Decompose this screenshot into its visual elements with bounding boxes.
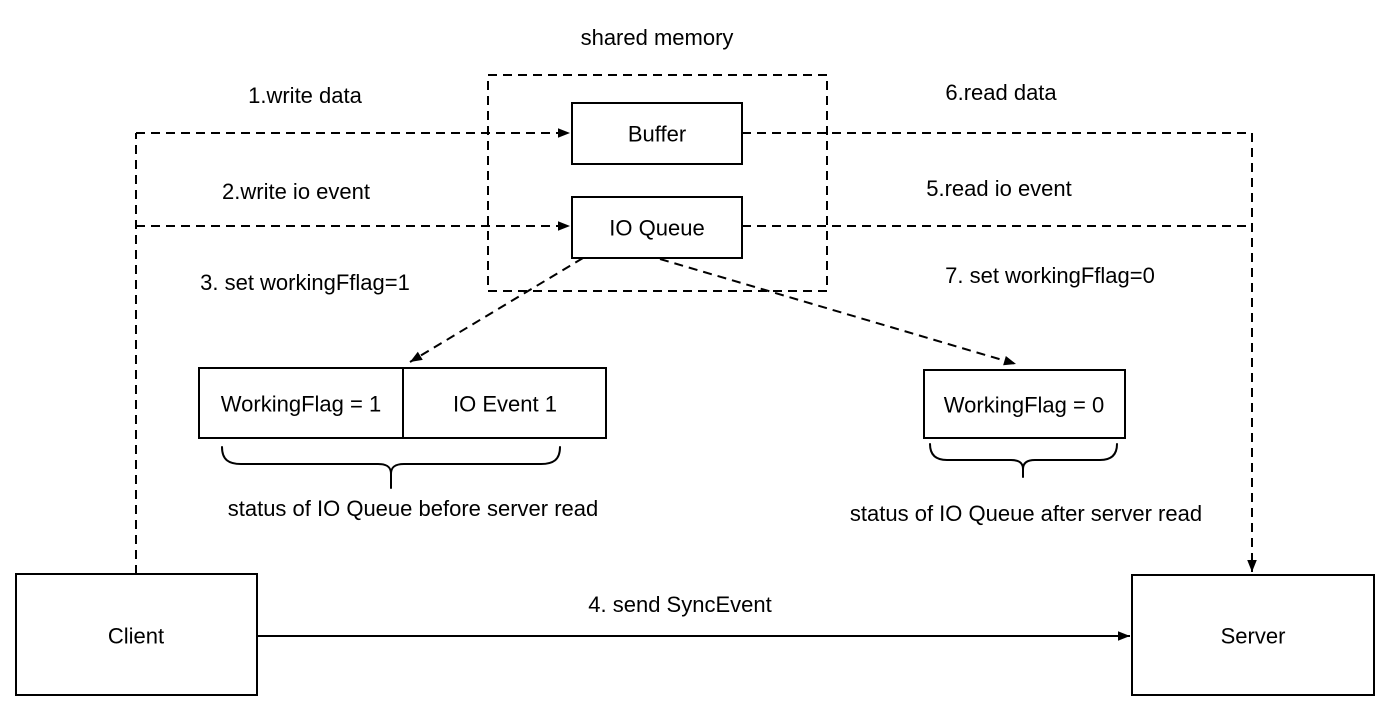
before-read-caption: status of IO Queue before server read [228,496,599,521]
before-read-brace [221,446,561,489]
set-flag-1-arrow [409,257,584,363]
working-flag-0-label: WorkingFlag = 0 [944,393,1104,418]
set-flag-1-label: 3. set workingFflag=1 [200,270,410,295]
client-box [15,573,258,696]
io-queue-label: IO Queue [609,216,704,241]
buffer-box [571,102,743,165]
client-label: Client [108,624,164,649]
buffer-label: Buffer [628,122,686,147]
server-label: Server [1221,624,1286,649]
shared-memory-boundary [487,74,828,292]
io-queue-node: IO Queue [571,196,743,259]
write-io-event-label: 2.write io event [222,179,370,204]
write-data-label: 1.write data [248,83,362,108]
after-read-caption: status of IO Queue after server read [850,501,1202,526]
buffer-node: Buffer [571,102,743,165]
read-io-event-label: 5.read io event [926,176,1072,201]
set-flag-0-label: 7. set workingFflag=0 [945,263,1155,288]
working-flag-1-label: WorkingFlag = 1 [221,392,381,417]
io-queue-box [571,196,743,259]
diagram-title: shared memory [581,25,734,50]
read-data-label: 6.read data [945,80,1057,105]
after-read-brace [929,443,1118,478]
server-node: Server [1131,574,1375,696]
status-after-box [923,369,1126,439]
server-box [1131,574,1375,696]
client-node: Client [15,573,258,696]
send-sync-event-label: 4. send SyncEvent [588,592,771,617]
io-queue-status-after-node: WorkingFlag = 0 [923,369,1126,439]
io-queue-status-before-node: WorkingFlag = 1 IO Event 1 [198,367,607,439]
set-flag-0-arrow [659,258,1017,366]
io-event-1-label: IO Event 1 [453,392,557,417]
